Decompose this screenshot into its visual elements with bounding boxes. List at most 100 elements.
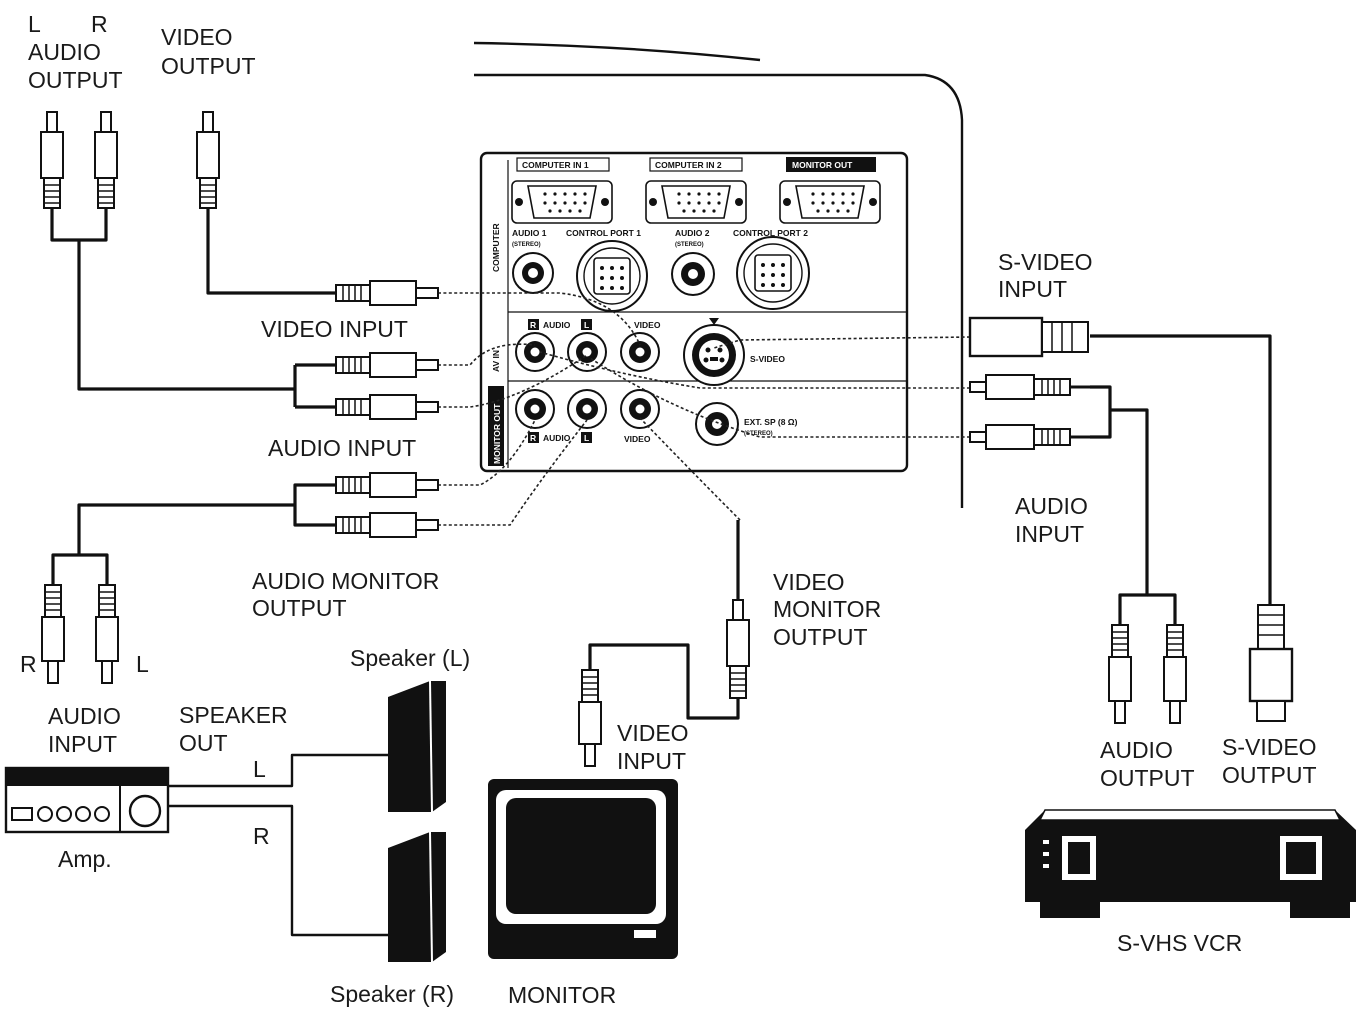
label-video-input: VIDEO INPUT <box>261 316 408 342</box>
rca-plug-vcr-audio-l <box>1108 624 1132 724</box>
av-in-r-tag: R <box>530 320 536 330</box>
label-amp-audio-input-2: INPUT <box>48 731 117 757</box>
control-port-1 <box>576 240 648 312</box>
label-audio-monitor-output-2: OUTPUT <box>252 595 347 621</box>
amplifier <box>4 766 170 834</box>
audio-2-jack <box>671 252 715 296</box>
computer-in-1-port <box>511 180 613 224</box>
mon-out-audio-r-jack <box>515 389 555 429</box>
rca-plug-monitor-audio-l <box>335 512 439 538</box>
svideo-plug-projector-input <box>968 316 1089 358</box>
label-audio-input: AUDIO INPUT <box>268 435 416 461</box>
label-computer-in-2: COMPUTER IN 2 <box>655 160 722 170</box>
mon-out-audio-label: AUDIO <box>543 433 571 443</box>
label-video-monitor-output-3: OUTPUT <box>773 624 868 650</box>
speaker-right <box>388 831 446 963</box>
speaker-left <box>388 680 446 813</box>
label-source-video-output: OUTPUT <box>161 53 256 79</box>
label-speaker-r: Speaker (R) <box>330 981 454 1007</box>
side-label-av-in: AV IN <box>491 350 501 372</box>
label-vcr-audio-input-2: INPUT <box>1015 521 1084 547</box>
label-speaker-out-1: SPEAKER <box>179 702 288 728</box>
label-speaker-out-r: R <box>253 823 270 849</box>
rca-plug-source-audio-l <box>40 111 64 209</box>
cables <box>50 206 1272 937</box>
rca-plug-video-input <box>335 280 439 306</box>
dsub-pins <box>543 192 855 213</box>
panel-wires <box>438 292 971 526</box>
ext-sp-label: EXT. SP (8 Ω) <box>744 417 798 427</box>
label-vcr-svideo-output-1: S-VIDEO <box>1222 734 1317 760</box>
label-video-monitor-output-2: MONITOR <box>773 596 881 622</box>
rca-plug-vcr-audio-input-1 <box>969 374 1090 400</box>
label-vcr-audio-output-1: AUDIO <box>1100 737 1173 763</box>
labels: L R AUDIO OUTPUT VIDEO OUTPUT VIDEO INPU… <box>20 11 1317 1008</box>
rca-plug-video-monitor-out <box>726 599 750 699</box>
label-source-r: R <box>91 11 108 37</box>
label-amp-audio-input-1: AUDIO <box>48 703 121 729</box>
computer-in-2-port <box>645 180 747 224</box>
audio-1-jack <box>512 252 554 294</box>
svideo-label: S-VIDEO <box>750 354 785 364</box>
mon-out-audio-l-jack <box>567 389 607 429</box>
terminal-panel: COMPUTER AV IN MONITOR OUT COMPUTER IN 1… <box>479 151 909 473</box>
rca-plug-monitor-audio-r <box>335 472 439 498</box>
rca-plug-source-video <box>196 111 220 209</box>
rca-plug-vcr-audio-input-2 <box>969 424 1090 450</box>
av-in-video-jack <box>620 332 660 372</box>
label-source-audio-output: OUTPUT <box>28 67 123 93</box>
ext-sp-sub: (STEREO) <box>744 431 773 437</box>
rca-plug-monitor-video-in <box>578 669 602 767</box>
mon-out-video-jack <box>620 389 660 429</box>
monitor-device <box>488 779 678 959</box>
control-port-2 <box>736 236 810 310</box>
rca-plug-source-audio-r <box>94 111 118 209</box>
svideo-plug-vcr-output <box>1248 604 1294 722</box>
label-svideo-input-1: S-VIDEO <box>998 249 1093 275</box>
label-source-video: VIDEO <box>161 24 233 50</box>
label-svideo-input-2: INPUT <box>998 276 1067 302</box>
av-in-audio-r-jack <box>515 332 555 372</box>
label-monitor: MONITOR <box>508 982 616 1008</box>
label-source-audio: AUDIO <box>28 39 101 65</box>
rca-plug-amp-audio-l <box>95 584 119 684</box>
label-amp: Amp. <box>58 846 112 872</box>
monitor-out-port <box>779 180 881 224</box>
label-vcr-audio-input-1: AUDIO <box>1015 493 1088 519</box>
side-label-computer: COMPUTER <box>491 223 501 272</box>
rca-plug-audio-input-r <box>335 352 439 378</box>
label-control-port-2: CONTROL PORT 2 <box>733 228 808 238</box>
ext-sp-jack <box>695 402 739 446</box>
label-speaker-out-l: L <box>253 756 266 782</box>
label-vcr: S-VHS VCR <box>1117 930 1242 956</box>
label-vcr-audio-output-2: OUTPUT <box>1100 765 1195 791</box>
label-audio-monitor-output-1: AUDIO MONITOR <box>252 568 439 594</box>
label-audio-1-sub: (STEREO) <box>512 242 541 248</box>
label-source-l: L <box>28 11 41 37</box>
mon-out-video-label: VIDEO <box>624 434 651 444</box>
rca-plug-amp-audio-r <box>41 584 65 684</box>
av-in-audio-label: AUDIO <box>543 320 571 330</box>
mon-out-l-tag: L <box>584 433 589 443</box>
label-speaker-out-2: OUT <box>179 730 228 756</box>
vcr-device <box>1025 809 1356 918</box>
projector-side-edge <box>474 73 964 508</box>
mon-out-r-tag: R <box>530 433 536 443</box>
projector-top-edge <box>473 41 761 62</box>
side-label-monitor-out: MONITOR OUT <box>492 403 502 464</box>
rca-plug-vcr-audio-r <box>1163 624 1187 724</box>
label-control-port-1: CONTROL PORT 1 <box>566 228 641 238</box>
av-in-l-tag: L <box>584 320 589 330</box>
label-amp-l: L <box>136 651 149 677</box>
label-audio-2: AUDIO 2 <box>675 228 710 238</box>
label-monitor-out: MONITOR OUT <box>792 160 853 170</box>
rca-plug-audio-input-l <box>335 394 439 420</box>
label-amp-r: R <box>20 651 37 677</box>
label-computer-in-1: COMPUTER IN 1 <box>522 160 589 170</box>
label-video-monitor-output-1: VIDEO <box>773 569 845 595</box>
label-vcr-svideo-output-2: OUTPUT <box>1222 762 1317 788</box>
label-monitor-video-input-2: INPUT <box>617 748 686 774</box>
label-audio-2-sub: (STEREO) <box>675 242 704 248</box>
